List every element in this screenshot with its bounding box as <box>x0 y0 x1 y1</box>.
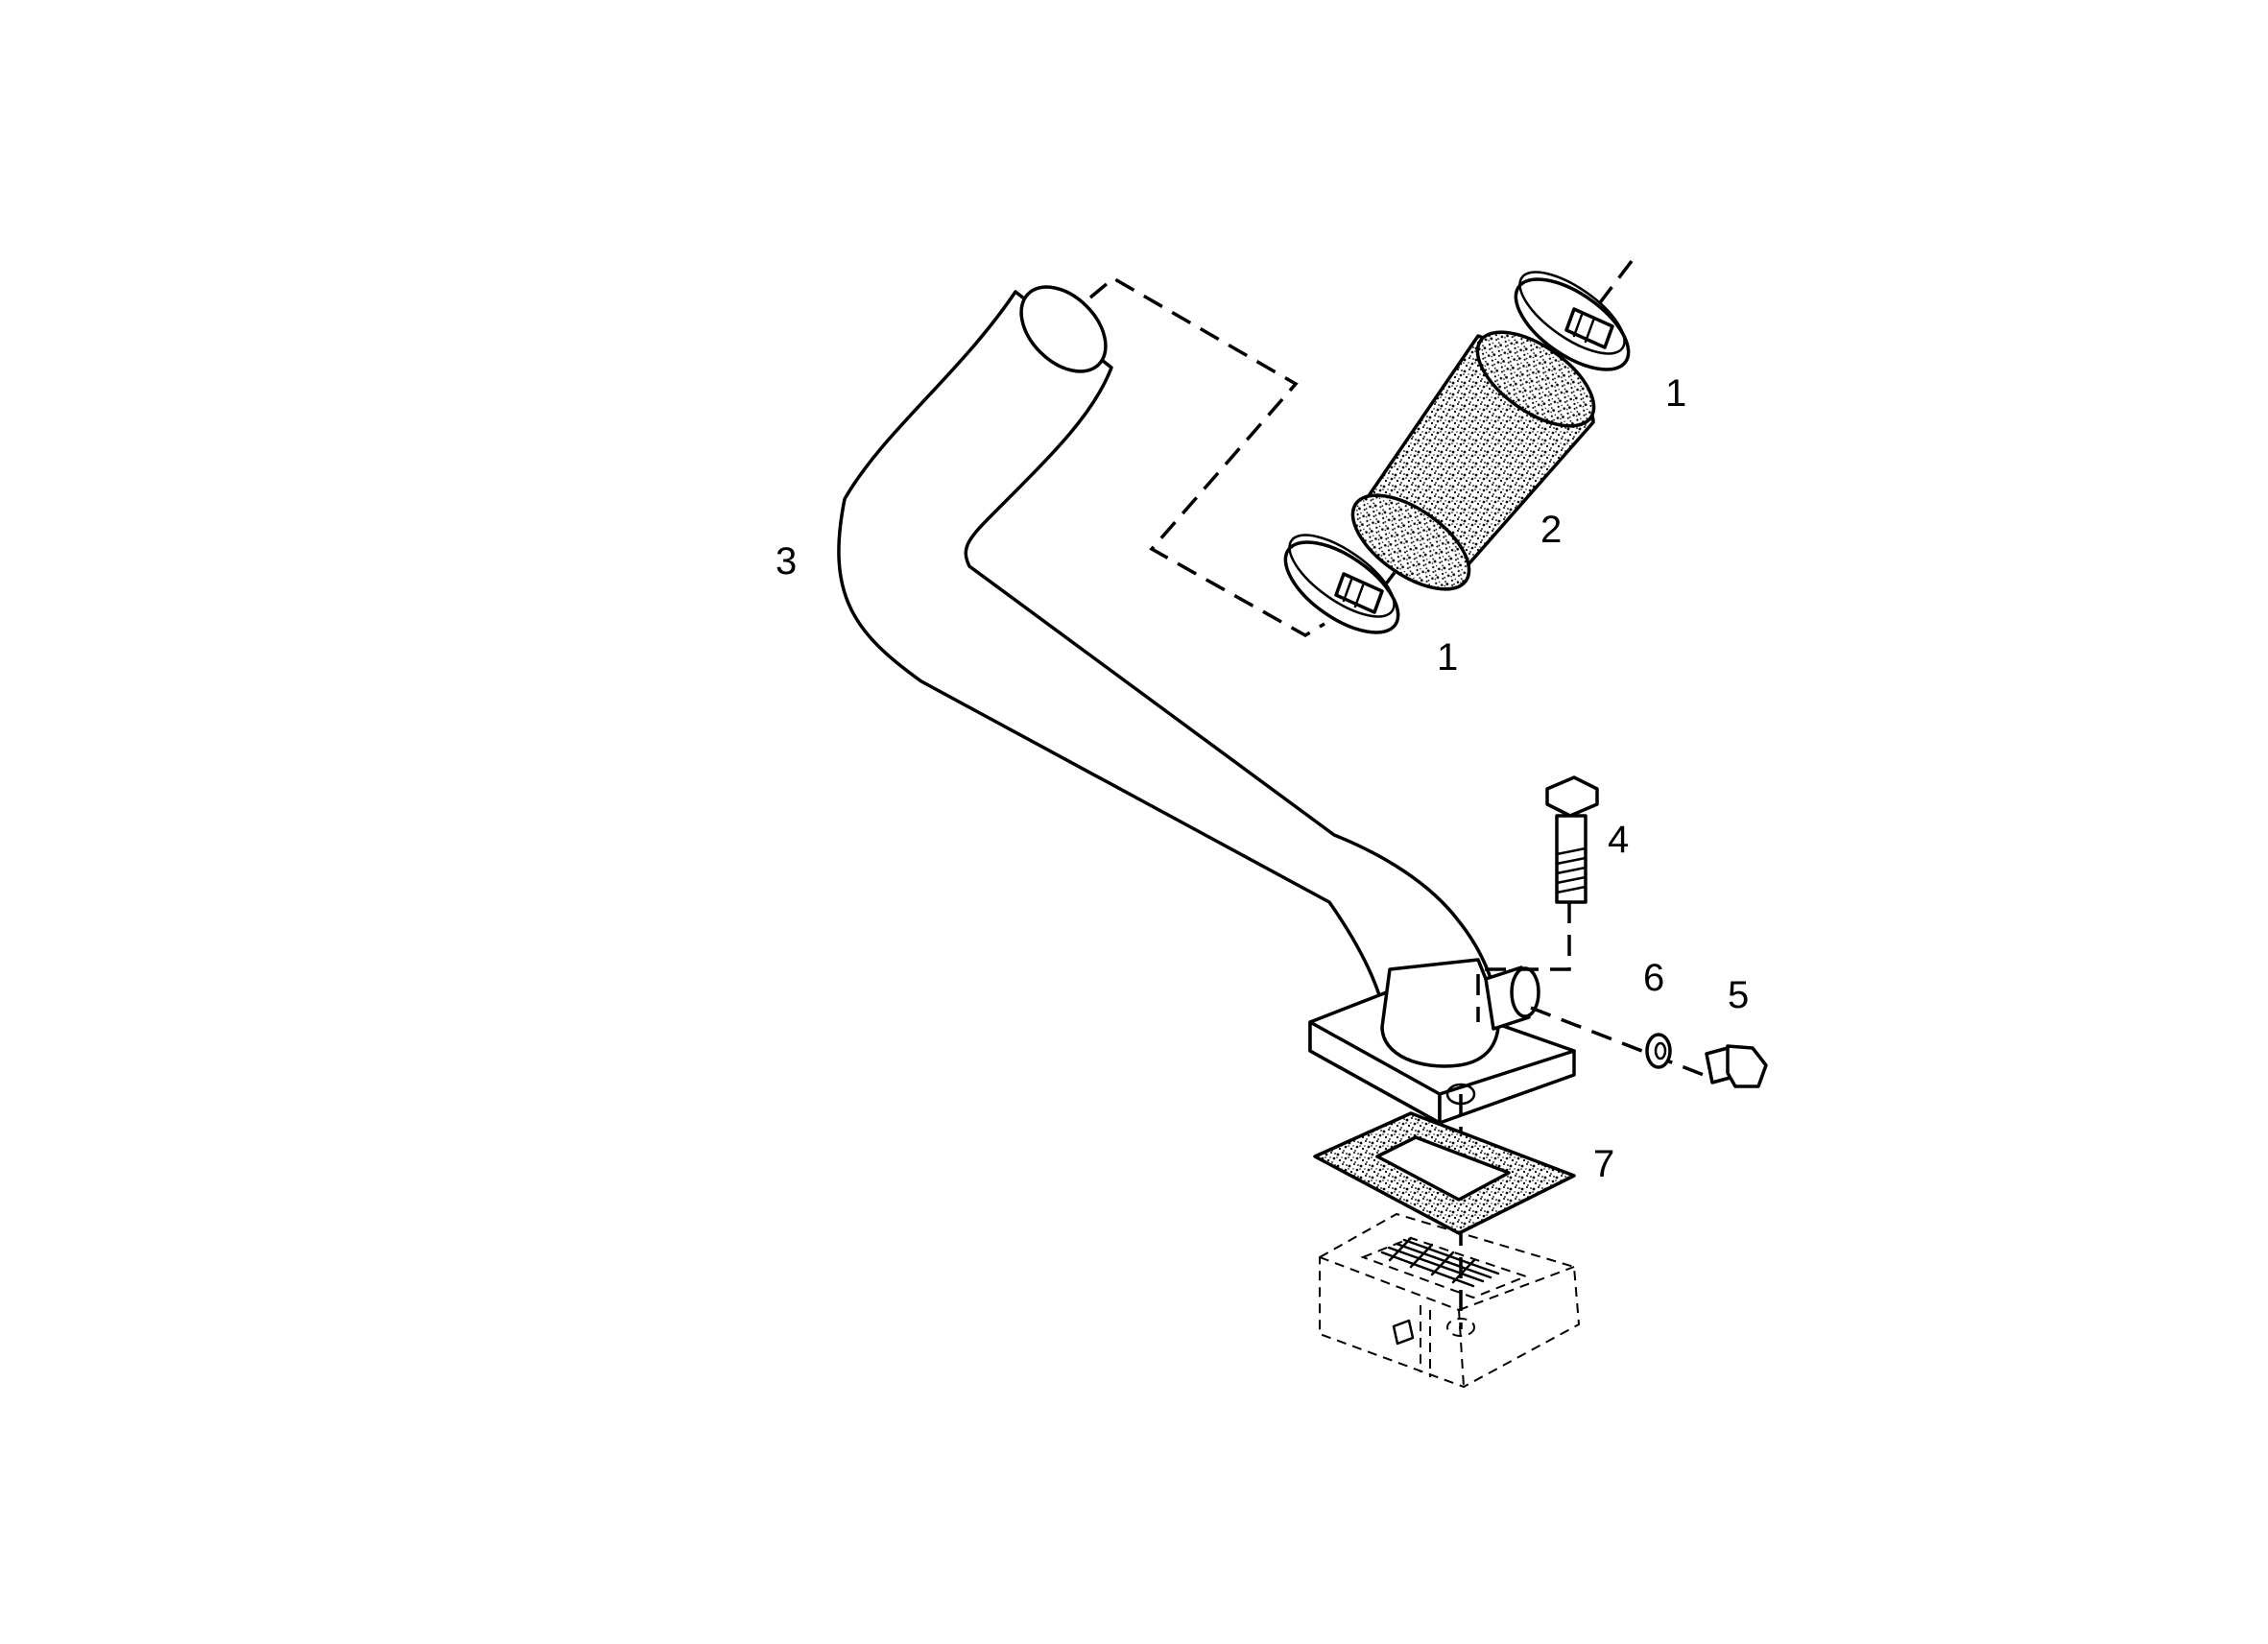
callout-1-lower-clamp: 1 <box>1437 636 1458 679</box>
callout-6-washer: 6 <box>1643 957 1664 999</box>
callout-7-gasket: 7 <box>1593 1143 1614 1185</box>
exhaust-pipe-part-3 <box>837 285 1576 1125</box>
callout-labels: 1 2 3 1 4 6 5 7 <box>776 372 1749 1185</box>
callout-5-plug-screw: 5 <box>1728 974 1749 1016</box>
callout-3-pipe: 3 <box>776 540 797 583</box>
flange-bolt-part-4 <box>1545 775 1599 904</box>
sealing-washer-part-6 <box>1645 1033 1672 1069</box>
plug-screw-part-5 <box>1705 1044 1768 1088</box>
callout-1-upper-clamp: 1 <box>1665 372 1686 415</box>
callout-4-bolt: 4 <box>1608 819 1629 861</box>
hose-clamp-lower-part-1 <box>1283 534 1400 634</box>
flexible-hose-part-2 <box>1350 330 1596 591</box>
mating-manifold-phantom <box>1319 1212 1581 1389</box>
hose-clamp-upper-part-1 <box>1514 271 1631 371</box>
callout-2-hose: 2 <box>1540 509 1562 551</box>
flange-gasket-part-7 <box>1313 1111 1576 1235</box>
